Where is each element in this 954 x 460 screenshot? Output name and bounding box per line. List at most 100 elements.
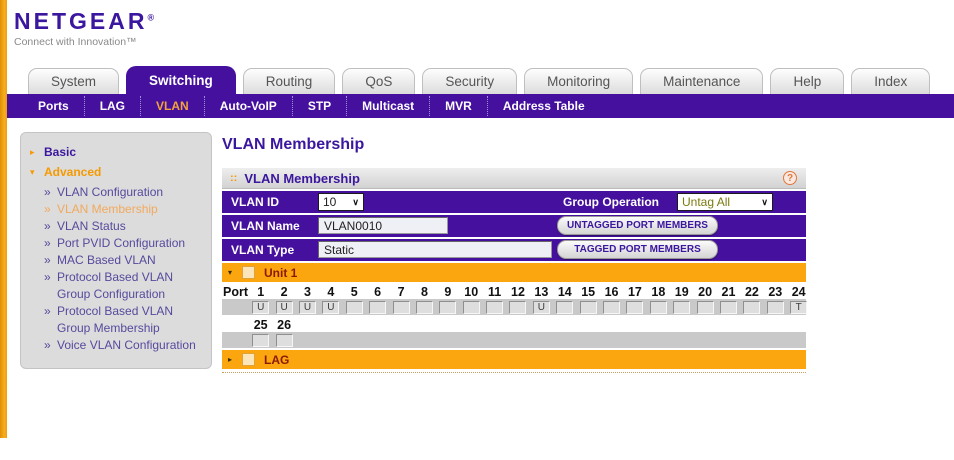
tab-security[interactable]: Security: [422, 68, 518, 94]
lag-select-all-checkbox[interactable]: [242, 353, 255, 366]
port-cell: [483, 300, 506, 314]
sidebar-item-voice-vlan-configuration[interactable]: »Voice VLAN Configuration: [44, 337, 205, 354]
unit1-section-header: ▾ Unit 1: [222, 263, 806, 282]
port-membership-box-26[interactable]: [275, 333, 293, 347]
port-cell: [623, 300, 646, 314]
tab-maintenance[interactable]: Maintenance: [640, 68, 764, 94]
untagged-port-members-button[interactable]: UNTAGGED PORT MEMBERS: [557, 216, 718, 235]
menu-item-address-table[interactable]: Address Table: [486, 96, 600, 116]
port-membership-box-7[interactable]: [392, 300, 410, 314]
sidebar-item-protocol-based-vlan-group-configuration[interactable]: »Protocol Based VLAN Group Configuration: [44, 269, 205, 303]
tab-routing[interactable]: Routing: [242, 68, 336, 94]
port-membership-box-21[interactable]: [720, 300, 737, 314]
port-number: 3: [304, 285, 311, 299]
vlan-membership-panel: :: VLAN Membership ? VLAN ID 10 ∨ Group …: [222, 168, 808, 373]
vlan-id-select[interactable]: 10 ∨: [318, 193, 364, 211]
port-cell: [600, 300, 623, 314]
sidebar-group-advanced[interactable]: ▾Advanced: [30, 164, 205, 180]
tab-switching[interactable]: Switching: [126, 66, 236, 94]
port-membership-box-14[interactable]: [556, 300, 574, 314]
menu-item-stp[interactable]: STP: [291, 96, 346, 116]
port-cell: [764, 300, 787, 314]
sidebar-item-mac-based-vlan[interactable]: »MAC Based VLAN: [44, 252, 205, 269]
help-icon[interactable]: ?: [783, 171, 797, 185]
panel-dots-icon: ::: [230, 172, 238, 184]
tab-index[interactable]: Index: [851, 68, 931, 94]
tab-monitoring[interactable]: Monitoring: [524, 68, 634, 94]
brand-header: NETGEAR® Connect with Innovation™: [14, 8, 154, 48]
group-operation-label: Group Operation: [563, 195, 659, 209]
port-cell: [670, 300, 693, 314]
collapse-right-icon[interactable]: ▸: [228, 355, 233, 364]
port-membership-box-12[interactable]: [509, 300, 527, 314]
port-cell: [693, 300, 716, 314]
sidebar-item-label: Port PVID Configuration: [57, 236, 186, 250]
port-cell: [436, 300, 459, 314]
port-number: 11: [487, 285, 502, 299]
port-membership-box-9[interactable]: [439, 300, 457, 314]
unit1-select-all-checkbox[interactable]: [242, 266, 255, 279]
port-number: 1: [257, 285, 265, 299]
port-membership-box-18[interactable]: [649, 300, 667, 314]
port-cell: [366, 300, 389, 314]
vlan-type-row: VLAN Type TAGGED PORT MEMBERS: [222, 239, 806, 261]
port-membership-box-17[interactable]: [626, 300, 644, 314]
sidebar-nav: ▸Basic▾Advanced»VLAN Configuration»VLAN …: [20, 132, 212, 369]
port-membership-box-10[interactable]: [462, 300, 480, 314]
port-cell: U: [272, 300, 295, 314]
port-membership-box-3[interactable]: U: [298, 300, 316, 314]
port-membership-box-16[interactable]: [603, 300, 621, 314]
menu-item-lag[interactable]: LAG: [83, 96, 140, 116]
port-membership-box-5[interactable]: [345, 300, 363, 314]
menu-item-auto-voip[interactable]: Auto-VoIP: [203, 96, 292, 116]
port-membership-box-23[interactable]: [766, 300, 784, 314]
port-membership-box-19[interactable]: [673, 300, 691, 314]
port-membership-box-13[interactable]: U: [532, 300, 550, 314]
menu-item-vlan[interactable]: VLAN: [140, 96, 204, 116]
sidebar-item-vlan-status[interactable]: »VLAN Status: [44, 218, 205, 235]
double-angle-bullet-icon: »: [44, 270, 51, 284]
tab-system[interactable]: System: [28, 68, 120, 94]
port-membership-box-1[interactable]: U: [252, 300, 270, 314]
group-operation-select[interactable]: Untag All ∨: [677, 193, 773, 211]
port-cell: [249, 333, 272, 347]
port-membership-box-4[interactable]: U: [322, 300, 340, 314]
menu-item-mvr[interactable]: MVR: [429, 96, 487, 116]
collapse-down-icon[interactable]: ▾: [228, 268, 233, 277]
port-number: 8: [420, 285, 428, 299]
vlan-name-input[interactable]: [318, 217, 448, 234]
tab-help[interactable]: Help: [770, 68, 845, 94]
port-membership-box-8[interactable]: [415, 300, 433, 314]
sidebar-group-basic[interactable]: ▸Basic: [30, 144, 205, 160]
port-membership-box-22[interactable]: [743, 300, 761, 314]
port-cell: [506, 300, 529, 314]
vlan-type-input[interactable]: [318, 241, 552, 258]
port-membership-box-2[interactable]: U: [275, 300, 293, 314]
panel-title: VLAN Membership: [244, 170, 360, 186]
port-membership-box-15[interactable]: [579, 300, 597, 314]
tagged-port-members-button[interactable]: TAGGED PORT MEMBERS: [557, 240, 718, 259]
sidebar-item-protocol-based-vlan-group-membership[interactable]: »Protocol Based VLAN Group Membership: [44, 303, 205, 337]
port-number: 12: [511, 285, 525, 299]
port-membership-box-6[interactable]: [369, 300, 387, 314]
port-membership-box-11[interactable]: [486, 300, 504, 314]
chevron-right-icon: ▸: [30, 147, 35, 157]
tab-qos[interactable]: QoS: [342, 68, 416, 94]
menu-item-ports[interactable]: Ports: [38, 99, 69, 113]
port-cell: [389, 300, 412, 314]
port-membership-box-20[interactable]: [696, 300, 714, 314]
port-membership-box-25[interactable]: [252, 333, 270, 347]
sidebar-item-vlan-configuration[interactable]: »VLAN Configuration: [44, 184, 205, 201]
sidebar-item-port-pvid-configuration[interactable]: »Port PVID Configuration: [44, 235, 205, 252]
port-membership-box-24[interactable]: T: [790, 300, 808, 314]
vlan-id-row: VLAN ID 10 ∨ Group Operation Untag All ∨: [222, 191, 806, 213]
brand-tagline: Connect with Innovation™: [14, 36, 137, 48]
vlan-name-label: VLAN Name: [231, 219, 300, 233]
registered-mark: ®: [147, 12, 155, 23]
sidebar-item-vlan-membership[interactable]: »VLAN Membership: [44, 201, 205, 218]
menu-item-multicast[interactable]: Multicast: [346, 96, 429, 116]
port-cell: U: [249, 300, 272, 314]
